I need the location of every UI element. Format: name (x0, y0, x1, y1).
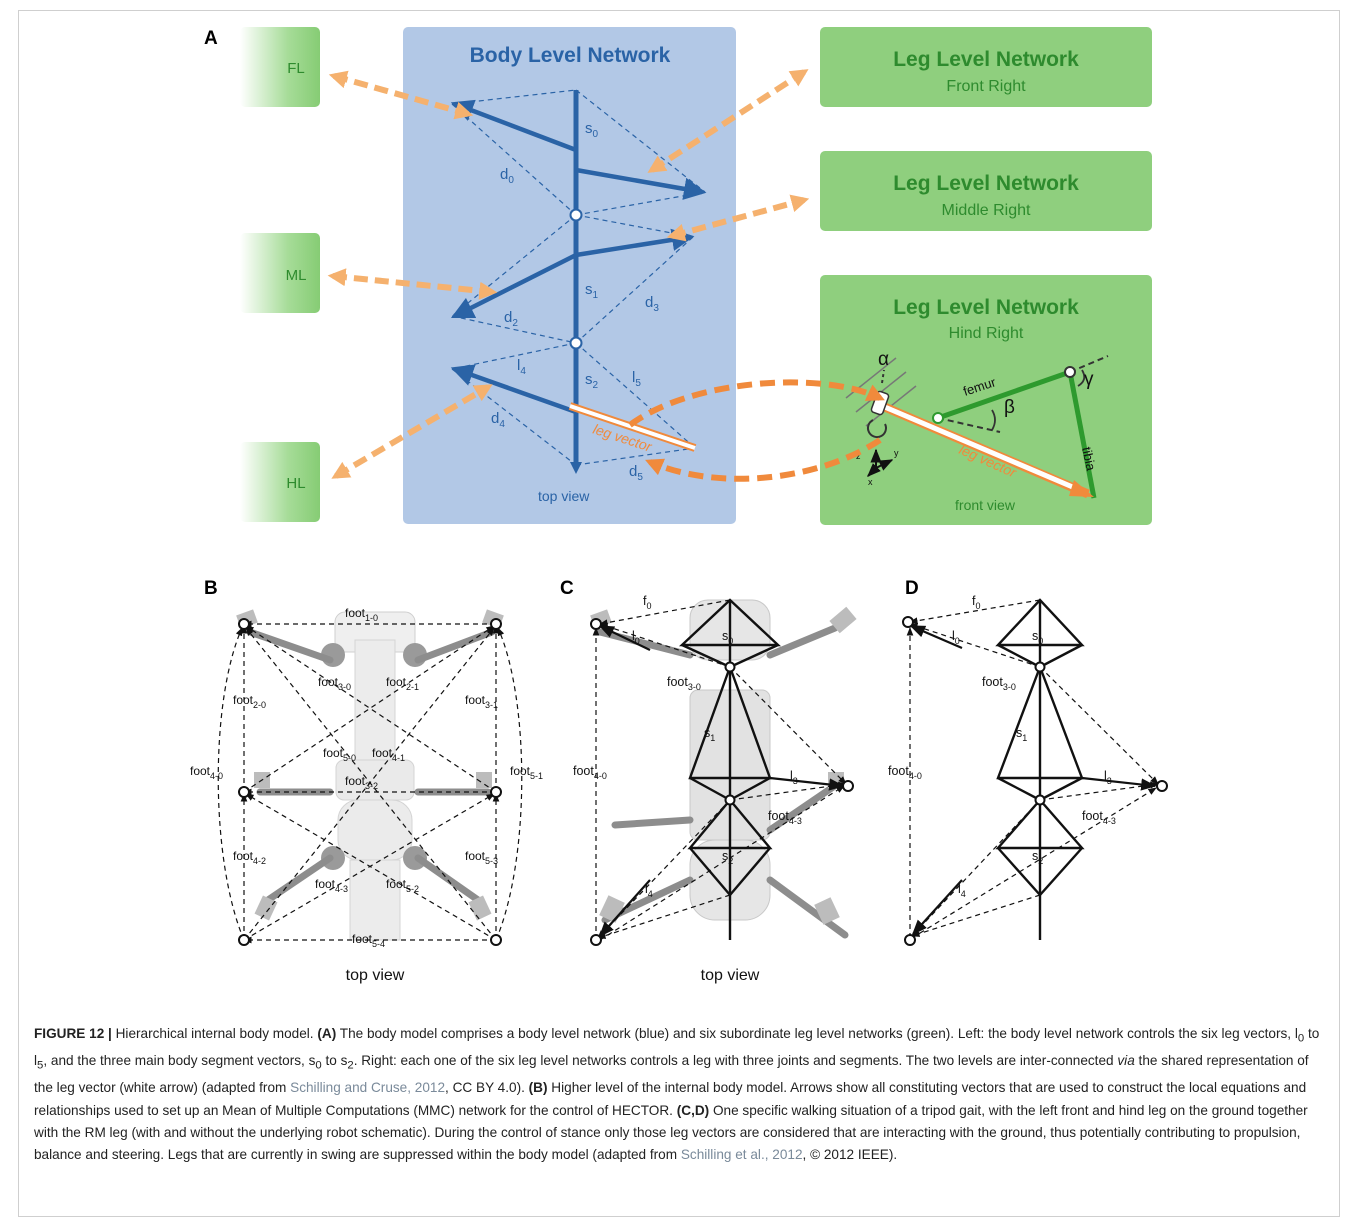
leg-network-box-front-right: Leg Level Network Front Right (820, 27, 1152, 107)
panel-a-letter: A (204, 28, 218, 49)
panel-c-view-label: top view (701, 967, 760, 984)
svg-text:foot4-3: foot4-3 (1082, 809, 1116, 826)
panel-b-labels: foot1-0 foot2-0 foot3-0 foot2-1 foot3-1 … (190, 606, 543, 949)
svg-text:l0: l0 (952, 629, 960, 646)
svg-text:l0: l0 (632, 629, 640, 646)
svg-text:l4: l4 (958, 882, 966, 899)
panel-b-robot-schematic (236, 609, 504, 941)
svg-text:l3: l3 (790, 769, 798, 786)
panel-b-letter: B (204, 578, 218, 599)
svg-text:l4: l4 (645, 882, 653, 899)
panel-c-letter: C (560, 578, 574, 599)
panel-d-vectors (906, 599, 1159, 939)
svg-text:d4: d4 (491, 410, 505, 430)
svg-text:foot5-0: foot5-0 (323, 746, 356, 763)
svg-text:Leg Level Network: Leg Level Network (893, 48, 1079, 71)
connector-arrows (327, 69, 810, 479)
svg-text:foot4-1: foot4-1 (372, 746, 405, 763)
svg-text:foot4-3: foot4-3 (315, 877, 348, 894)
panel-c-joints (590, 618, 854, 946)
svg-text:s2: s2 (1032, 849, 1043, 866)
svg-text:s2: s2 (585, 371, 599, 391)
svg-text:foot3-0: foot3-0 (318, 675, 351, 692)
panel-d-body-model (995, 598, 1085, 940)
svg-text:foot1-0: foot1-0 (345, 606, 378, 623)
svg-text:HL: HL (286, 475, 305, 492)
svg-text:s1: s1 (1016, 726, 1027, 743)
svg-text:l3: l3 (1104, 769, 1112, 786)
svg-text:β: β (1004, 397, 1015, 418)
svg-text:foot5-2: foot5-2 (386, 877, 419, 894)
svg-text:foot2-1: foot2-1 (386, 675, 419, 692)
svg-text:f0: f0 (972, 594, 981, 611)
svg-text:foot4-0: foot4-0 (888, 764, 922, 781)
reference-link-schilling-cruse[interactable]: Schilling and Cruse, 2012 (290, 1080, 446, 1096)
panel-b-view-label: top view (346, 967, 405, 984)
figure-caption: FIGURE 12 | Hierarchical internal body m… (34, 1026, 1320, 1163)
svg-text:Middle Right: Middle Right (942, 202, 1031, 219)
panel-c-robot-schematic (590, 599, 857, 939)
svg-text:foot3-0: foot3-0 (667, 675, 701, 692)
svg-text:γ: γ (1084, 369, 1094, 390)
svg-text:s1: s1 (704, 726, 715, 743)
svg-text:z: z (856, 451, 861, 461)
svg-text:foot3-0: foot3-0 (982, 675, 1016, 692)
panel-c-vectors (592, 599, 847, 941)
svg-text:foot5-3: foot5-3 (465, 849, 498, 866)
svg-text:α: α (878, 349, 889, 370)
svg-text:foot4-0: foot4-0 (573, 764, 607, 781)
figure-label: FIGURE 12 | (34, 1026, 116, 1041)
left-leg-box-ml: ML (240, 233, 320, 313)
svg-text:foot2-0: foot2-0 (233, 693, 266, 710)
svg-text:foot4-2: foot4-2 (233, 849, 266, 866)
svg-text:top view: top view (538, 488, 590, 504)
svg-text:d0: d0 (500, 166, 514, 186)
svg-text:Hind Right: Hind Right (949, 325, 1024, 342)
reference-link-schilling-et-al[interactable]: Schilling et al., 2012 (680, 1147, 803, 1163)
svg-text:s0: s0 (722, 629, 733, 646)
svg-text:foot4-3: foot4-3 (768, 809, 802, 826)
svg-text:s1: s1 (585, 281, 599, 301)
left-leg-box-hl: HL (240, 442, 320, 522)
svg-text:x: x (868, 477, 873, 487)
svg-text:f0: f0 (643, 594, 652, 611)
panel-d-letter: D (905, 578, 919, 599)
svg-text:foot3-2: foot3-2 (345, 774, 378, 791)
body-network-labels: s0 d0 s1 d3 d2 l4 s2 l5 d4 d5 top view (491, 120, 659, 504)
left-leg-box-fl: FL (240, 27, 320, 107)
figure-graphic: A FL ML HL Body Level Network (190, 27, 1168, 984)
panel-b-feet (238, 618, 502, 946)
svg-text:s0: s0 (585, 120, 599, 140)
svg-text:foot3-1: foot3-1 (465, 693, 498, 710)
panel-b-vectors (217, 620, 523, 944)
svg-text:l4: l4 (517, 357, 526, 377)
svg-text:Leg Level Network: Leg Level Network (893, 172, 1079, 195)
svg-text:foot4-0: foot4-0 (190, 764, 223, 781)
svg-text:tibia: tibia (1079, 446, 1099, 473)
svg-text:s2: s2 (722, 849, 733, 866)
leg-vector-link-arrows (628, 379, 885, 482)
svg-text:y: y (894, 448, 899, 458)
svg-text:Leg Level Network: Leg Level Network (893, 296, 1079, 319)
svg-text:foot5-1: foot5-1 (510, 764, 543, 781)
svg-text:foot5-4: foot5-4 (352, 932, 385, 949)
svg-text:d3: d3 (645, 294, 659, 314)
svg-text:d5: d5 (629, 463, 643, 483)
panel-d-joints (902, 616, 1168, 946)
panel-c-body-model (678, 598, 782, 940)
leg-network-box-middle-right: Leg Level Network Middle Right (820, 151, 1152, 231)
svg-text:front view: front view (955, 497, 1016, 513)
svg-text:d2: d2 (504, 309, 518, 329)
svg-text:ML: ML (286, 267, 307, 284)
body-level-network-title: Body Level Network (470, 44, 671, 67)
svg-text:s0: s0 (1032, 629, 1043, 646)
panel-d-labels: f0 l0 s0 foot3-0 s1 foot4-0 l3 foot4-3 s… (888, 594, 1116, 899)
svg-text:Front Right: Front Right (946, 78, 1026, 95)
svg-text:l5: l5 (632, 369, 641, 389)
svg-text:FL: FL (287, 60, 305, 77)
panel-c-labels: f0 l0 s0 foot3-0 s1 foot4-0 l3 foot4-3 s… (573, 594, 802, 899)
